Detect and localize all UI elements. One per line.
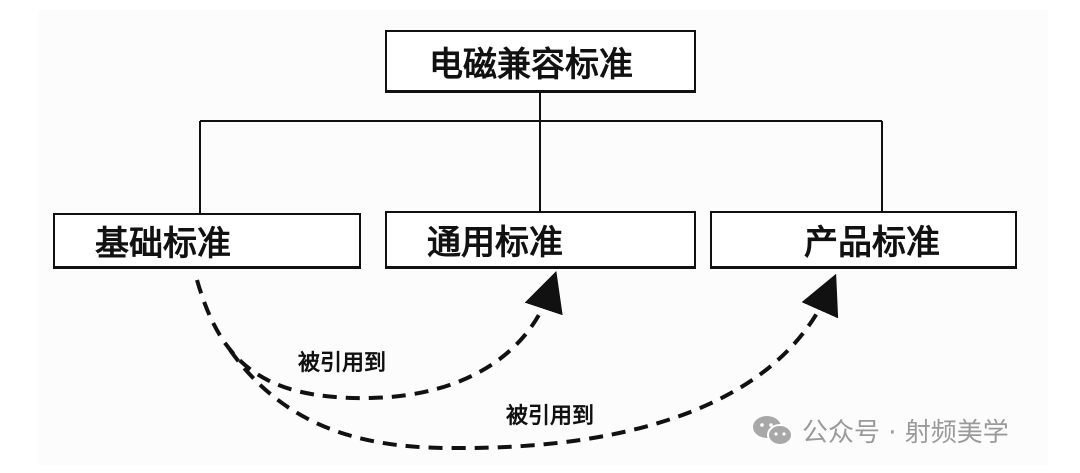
- watermark: 公众号 · 射频美学: [752, 412, 1009, 449]
- root-node: 电磁兼容标准: [385, 30, 696, 93]
- arrow-basic-to-general: [195, 271, 563, 401]
- arrow-label: 被引用到: [298, 351, 387, 376]
- watermark-text: 公众号 · 射频美学: [802, 418, 1009, 448]
- arrow-basic-to-product: [228, 273, 839, 451]
- node-label: 基础标准: [95, 224, 231, 264]
- node-general: 通用标准: [385, 211, 696, 269]
- node-basic: 基础标准: [53, 213, 361, 269]
- node-product: 产品标准: [710, 211, 1017, 269]
- node-label: 产品标准: [804, 223, 940, 263]
- wechat-icon: [753, 415, 793, 446]
- node-label: 通用标准: [427, 223, 563, 263]
- root-label: 电磁兼容标准: [429, 44, 633, 85]
- arrow-label: 被引用到: [506, 404, 595, 429]
